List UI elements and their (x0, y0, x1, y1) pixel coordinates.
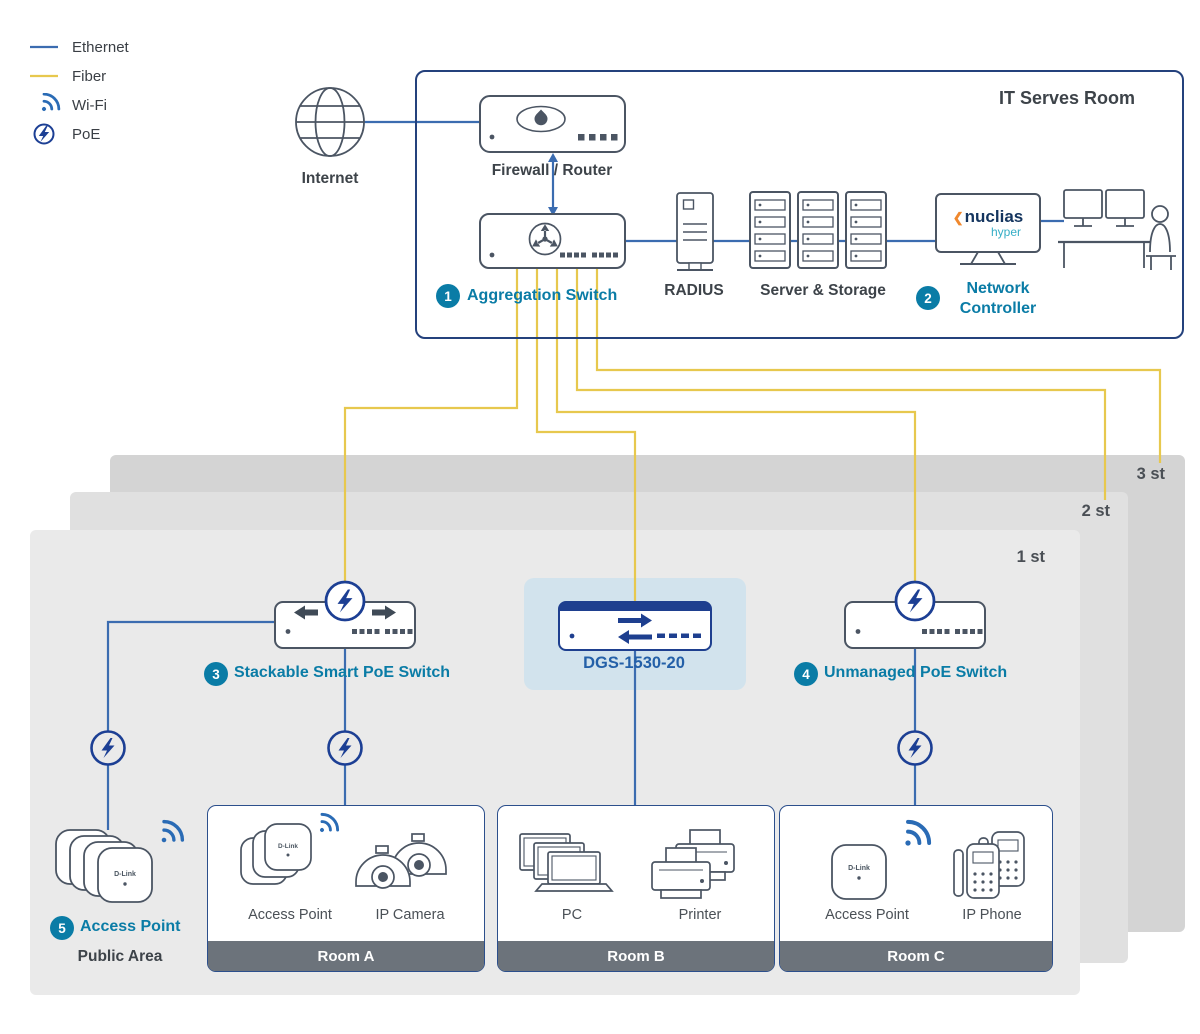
room-item-label: Access Point (248, 907, 332, 923)
poe-badge-icon (894, 580, 936, 622)
public-area-label: Public Area (77, 948, 163, 965)
floor-3-label: 3 st (1136, 465, 1165, 483)
network-controller-label-line1: Network (966, 280, 1030, 297)
floor-1-label: 1 st (1016, 548, 1045, 566)
public-access-point-label: Access Point (80, 918, 181, 935)
it-room-title: IT Serves Room (998, 88, 1135, 108)
legend-label: Fiber (72, 67, 107, 85)
hyper-wordmark: hyper (990, 225, 1021, 239)
poe-badge-icon (324, 580, 366, 622)
unmanaged-switch-label: Unmanaged PoE Switch (824, 664, 1008, 681)
aggregation-switch-label: Aggregation Switch (467, 287, 618, 304)
wifi-icon (161, 819, 185, 843)
step-badge-5: 5 (50, 916, 74, 940)
nuclias-hyper-logo: ❮nuclias hyper (941, 201, 1035, 245)
server-storage-label: Server & Storage (760, 282, 886, 299)
room-a-title-bar: Room A (208, 941, 484, 971)
unmanaged-switch-device (844, 580, 986, 649)
network-controller-label-line2: Controller (959, 299, 1037, 317)
legend-row-ethernet: Ethernet (28, 36, 129, 58)
arrow-right-icon (372, 605, 396, 620)
room-b-title-bar: Room B (498, 941, 774, 971)
room-item-label: IP Camera (375, 907, 445, 923)
legend-label: Wi-Fi (72, 96, 107, 114)
step-badge-3: 3 (204, 662, 228, 686)
step-badge-4: 4 (794, 662, 818, 686)
dgs-switch-device (558, 601, 712, 651)
room-c-box: Access Point IP Phone Room C (779, 805, 1053, 972)
step-badge-1: 1 (436, 284, 460, 308)
room-item-label: Printer (678, 907, 722, 923)
legend-row-poe: PoE (28, 123, 129, 145)
legend-row-wifi: Wi-Fi (28, 93, 129, 116)
radius-label: RADIUS (664, 282, 724, 299)
room-a-box: Access Point IP Camera Room A (207, 805, 485, 972)
stackable-switch-device (274, 580, 416, 649)
public-access-point-stack: D-Link (55, 819, 185, 903)
dlink-logo-text: D-Link (114, 871, 136, 878)
ethernet-line-icon (30, 45, 58, 49)
legend-label: Ethernet (72, 38, 129, 56)
ethernet-links-floor (106, 620, 917, 830)
room-item-label: IP Phone (962, 907, 1022, 923)
wifi-icon (42, 93, 61, 111)
legend: Ethernet Fiber Wi-Fi PoE (28, 36, 129, 145)
stackable-switch-label: Stackable Smart PoE Switch (234, 664, 451, 681)
room-item-label: PC (561, 907, 583, 923)
nuclias-wordmark: nuclias (964, 207, 1024, 226)
room-item-label: Access Point (825, 907, 909, 923)
arrow-right-icon (618, 613, 652, 628)
step-badge-2: 2 (916, 286, 940, 310)
room-b-box: PC Printer Room B (497, 805, 775, 972)
internet-globe-icon (295, 87, 365, 157)
arrow-left-icon (618, 630, 652, 644)
poe-icon (327, 730, 363, 766)
arrow-left-icon (294, 605, 318, 620)
floor-2-label: 2 st (1081, 502, 1110, 520)
firewall-label: Firewall / Router (491, 162, 613, 179)
network-controller-label: Network Controller (942, 279, 1054, 318)
dgs-highlight-panel (524, 578, 746, 690)
legend-row-fiber: Fiber (28, 65, 129, 87)
dgs-switch-label: DGS-1530-20 (583, 654, 685, 672)
room-c-title-bar: Room C (780, 941, 1052, 971)
nuclias-chevron-icon: ❮ (952, 210, 964, 225)
fiber-line-icon (30, 74, 58, 78)
poe-icon (90, 730, 126, 766)
legend-label: PoE (72, 125, 101, 143)
internet-label: Internet (301, 170, 359, 187)
poe-icon (33, 123, 55, 145)
poe-icon (897, 730, 933, 766)
